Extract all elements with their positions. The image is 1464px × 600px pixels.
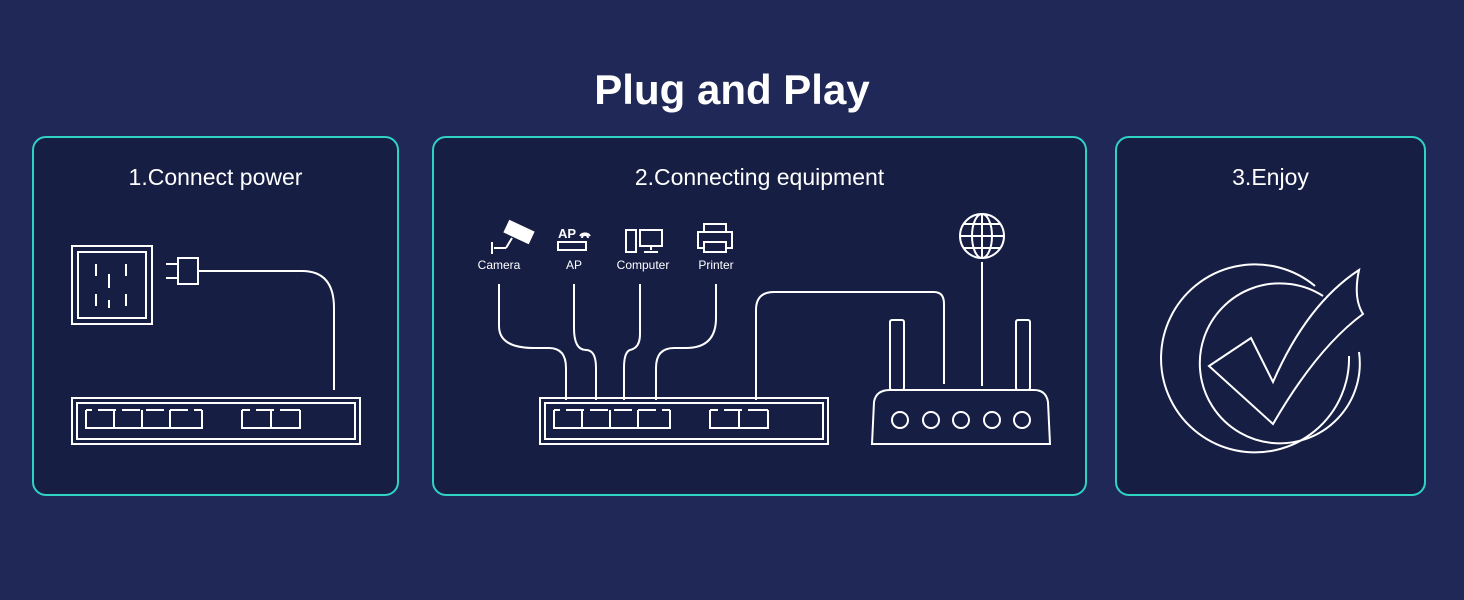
ap-badge: AP (558, 226, 576, 241)
ap-icon (557, 232, 591, 251)
power-cable (204, 270, 335, 390)
printer-cable (655, 284, 717, 400)
device-label-ap: AP (565, 258, 582, 272)
computer-icon (625, 229, 663, 253)
wall-outlet-icon (71, 245, 153, 325)
step-connecting-equipment-panel: 2.Connecting equipment (432, 136, 1087, 496)
step-title: 2.Connecting equipment (634, 164, 885, 190)
step-title: 1.Connect power (128, 164, 303, 190)
enjoy-diagram (1160, 263, 1365, 454)
ap-cable (573, 284, 597, 400)
device-label-printer: Printer (698, 258, 734, 272)
step-enjoy-panel: 3.Enjoy (1115, 136, 1426, 496)
step-title: 3.Enjoy (1232, 164, 1309, 190)
power-plug-icon (166, 257, 204, 285)
step-connect-power-panel: 1.Connect power (32, 136, 399, 496)
router-icon (870, 319, 1052, 445)
network-switch-icon (539, 397, 829, 445)
camera-cable (498, 284, 567, 400)
camera-icon (491, 219, 535, 254)
equipment-diagram: AP (491, 213, 1052, 445)
computer-cable (623, 284, 641, 400)
device-label-camera: Camera (477, 258, 521, 272)
checkmark-icon (1160, 263, 1365, 454)
globe-icon (959, 213, 1005, 259)
printer-icon (697, 223, 733, 253)
page-title: Plug and Play (594, 66, 870, 113)
power-diagram (71, 245, 361, 445)
device-label-computer: Computer (616, 258, 670, 272)
uplink-cable (755, 291, 945, 400)
network-switch-icon (71, 397, 361, 445)
